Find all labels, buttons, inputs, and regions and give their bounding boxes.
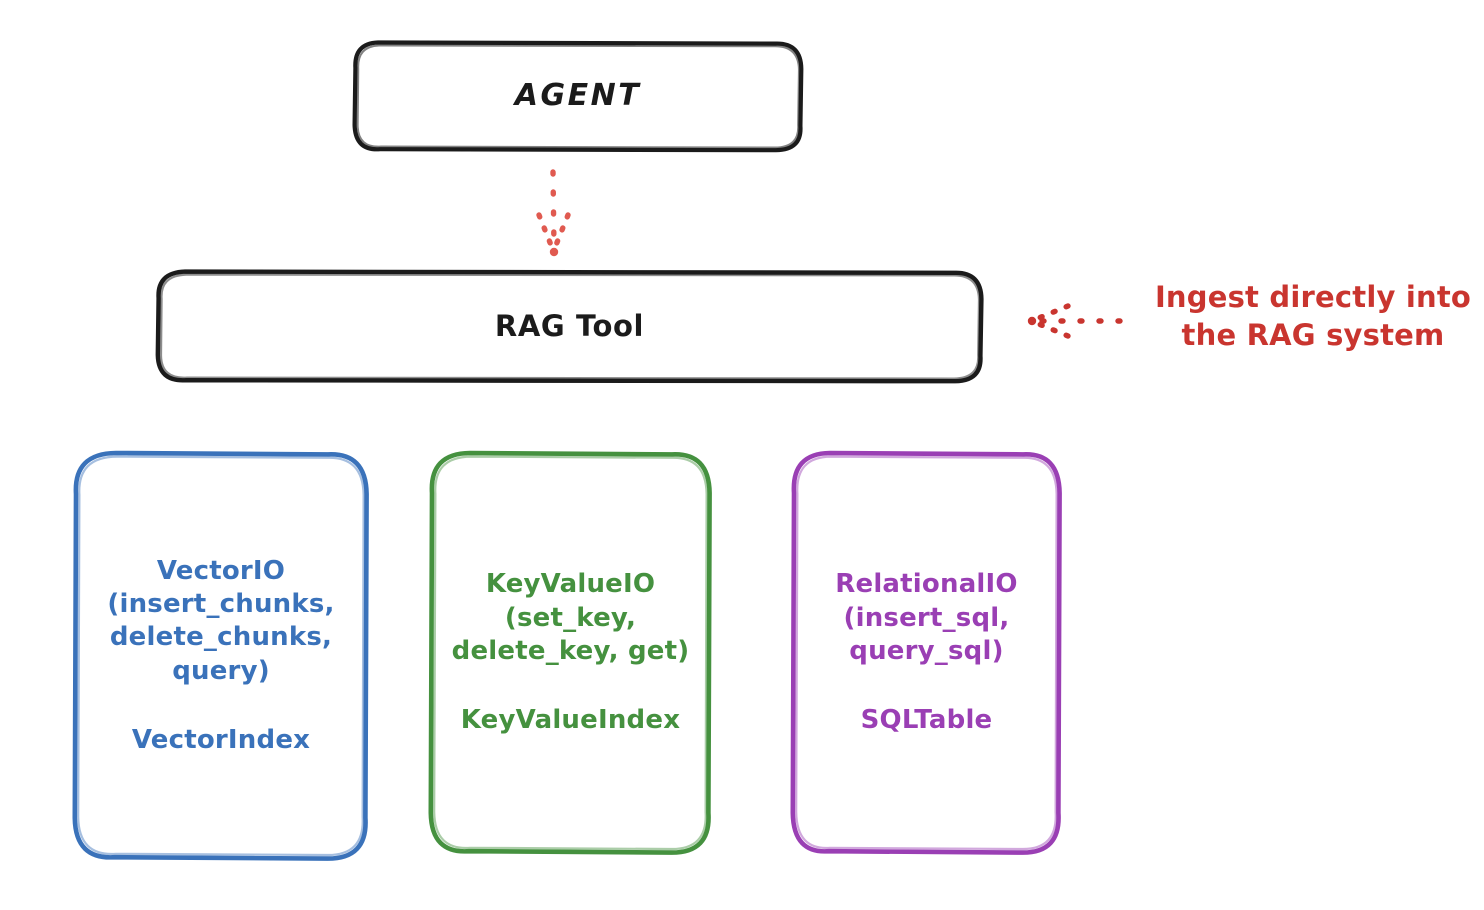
relational-io-index-label: SQLTable <box>860 705 993 736</box>
node-vector-io[interactable]: VectorIO (insert_chunks, delete_chunks, … <box>72 450 370 862</box>
vector-io-index-label: VectorIndex <box>131 724 311 755</box>
node-key-value-io[interactable]: KeyValueIO (set_key, delete_key, get) Ke… <box>428 450 713 856</box>
vector-io-api-label: VectorIO (insert_chunks, delete_chunks, … <box>107 555 335 686</box>
relational-io-api-label: RelationalIO (insert_sql, query_sql) <box>835 569 1018 666</box>
rag-tool-label: RAG Tool <box>494 308 645 343</box>
vector-io-spacer <box>107 688 334 724</box>
agent-label: AGENT <box>514 78 642 114</box>
key-value-io-index-label: KeyValueIndex <box>460 705 681 736</box>
node-relational-io[interactable]: RelationalIO (insert_sql, query_sql) SQL… <box>790 450 1063 856</box>
arrow-agent-to-rag-tool <box>536 169 571 257</box>
arrow-annotation-to-rag-tool <box>1027 303 1123 339</box>
key-value-io-spacer <box>452 668 690 704</box>
key-value-io-api-label: KeyValueIO (set_key, delete_key, get) <box>451 569 690 666</box>
relational-io-spacer <box>835 668 1017 704</box>
key-value-io-text: KeyValueIO (set_key, delete_key, get) Ke… <box>452 568 690 737</box>
ingest-annotation-label: Ingest directly into the RAG system <box>1154 280 1472 352</box>
node-rag-tool[interactable]: RAG Tool <box>155 269 984 384</box>
node-agent[interactable]: AGENT <box>352 40 804 153</box>
vector-io-text: VectorIO (insert_chunks, delete_chunks, … <box>107 555 334 757</box>
relational-io-text: RelationalIO (insert_sql, query_sql) SQL… <box>835 568 1017 737</box>
